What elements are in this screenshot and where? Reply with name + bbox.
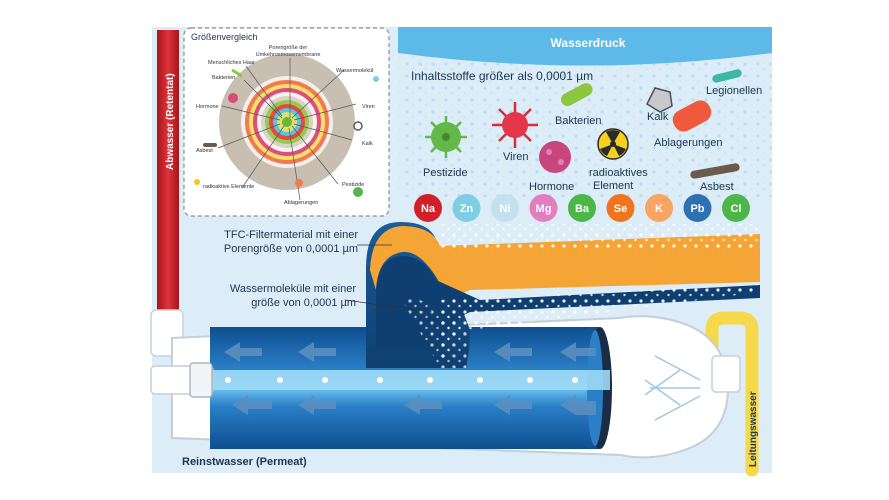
ion-k: K	[645, 194, 673, 222]
asbestos-icon	[690, 163, 740, 179]
retentate-pipe	[157, 30, 179, 330]
lime-icon	[646, 87, 673, 113]
ion-circle	[529, 194, 558, 222]
ion-zn: Zn	[452, 194, 481, 222]
ion-ni: Ni	[491, 194, 519, 222]
hormone-label: Hormone	[529, 181, 574, 193]
deposits-icon	[672, 100, 712, 132]
ion-circle	[683, 194, 712, 222]
size-label-lime: Kalk	[362, 141, 373, 147]
radioactive-label-line2: Element	[593, 180, 633, 192]
contents-label: Inhaltsstoffe größer als 0,0001 µm	[411, 69, 593, 83]
size-label-pore-1: Porengröße der	[269, 45, 308, 51]
size-rings	[219, 54, 355, 190]
tap-water-pipe	[705, 311, 759, 477]
ion-symbol: Zn	[460, 203, 474, 215]
ion-symbol: Mg	[536, 203, 552, 215]
size-label-pesticide: Pestizide	[342, 182, 364, 188]
size-label-water: Wassermolekül	[336, 68, 373, 74]
ion-row: Na Zn Ni Mg Ba Se K Pb Cl	[414, 194, 750, 222]
ion-circle	[722, 194, 750, 222]
tap-water-label: Leitungswasser	[748, 391, 759, 467]
size-panel-title: Größenvergleich	[191, 32, 258, 42]
legionella-icon	[712, 69, 742, 83]
hormone-icon	[539, 141, 571, 173]
bacteria-icon	[560, 83, 593, 106]
virus-label: Viren	[503, 151, 528, 163]
ion-symbol: Ni	[500, 203, 511, 215]
permeate-tube	[170, 370, 610, 390]
permeate-tube-nut	[189, 362, 213, 398]
annotation-lines	[344, 244, 433, 313]
pesticide-icon	[425, 116, 467, 158]
deposits-label: Ablagerungen	[654, 137, 723, 149]
molecule-note-line2: größe von 0,0001 µm	[251, 297, 356, 309]
size-label-hair: Menschliches Haar	[208, 60, 255, 66]
ion-circle	[606, 194, 635, 222]
ion-symbol: Se	[614, 203, 627, 215]
filter-note-line1: TFC-Filtermaterial mit einer	[224, 229, 358, 241]
size-label-radioactive: radioaktive Elemente	[203, 184, 254, 190]
ion-mg: Mg	[529, 194, 558, 222]
legionella-label: Legionellen	[706, 85, 762, 97]
size-label-virus: Viren	[362, 104, 375, 110]
ion-se: Se	[606, 194, 635, 222]
contaminant-icons	[425, 69, 742, 179]
ion-circle	[414, 194, 442, 222]
pesticide-label: Pestizide	[423, 167, 468, 179]
molecule-note-line1: Wassermoleküle mit einer	[230, 283, 356, 295]
size-label-asbestos: Asbest	[196, 148, 213, 154]
permeate-bubbles	[225, 377, 578, 383]
size-label-deposits: Ablagerungen	[284, 200, 318, 206]
size-icons	[194, 68, 379, 197]
permeate-label: Reinstwasser (Permeat)	[182, 456, 307, 468]
virus-icon	[492, 102, 538, 148]
ion-circle	[645, 194, 673, 222]
pressure-label: Wasserdruck	[551, 36, 626, 50]
inflow-arrows	[644, 355, 701, 421]
ion-circle	[452, 194, 481, 222]
filter-note-line2: Porengröße von 0,0001 µm	[224, 243, 358, 255]
ion-symbol: Ba	[575, 203, 590, 215]
ion-symbol: K	[655, 203, 663, 215]
radioactive-label-line1: radioaktives	[589, 167, 648, 179]
ion-pb: Pb	[683, 194, 712, 222]
radioactive-icon	[597, 128, 629, 160]
ion-symbol: Na	[421, 203, 436, 215]
housing-right-connector	[711, 355, 741, 393]
ion-symbol: Cl	[731, 203, 742, 215]
ion-cl: Cl	[722, 194, 750, 222]
ion-ba: Ba	[568, 194, 596, 222]
flow-arrows	[224, 342, 596, 415]
water-flow-stream	[440, 284, 760, 360]
ion-symbol: Pb	[690, 203, 704, 215]
size-label-pore-2: Umkehrosmosemembrane	[256, 52, 321, 58]
ion-circle	[568, 194, 596, 222]
filter-dotted-layer	[440, 224, 760, 250]
filter-pores	[448, 250, 744, 280]
size-label-bacteria: Bakterien	[212, 75, 235, 81]
lime-label: Kalk	[647, 111, 669, 123]
pressure-banner	[398, 27, 772, 66]
size-label-hormone: Hormone	[196, 104, 219, 110]
size-leader-lines	[217, 58, 357, 201]
dome-inner-stream	[402, 299, 470, 368]
asbestos-label: Asbest	[700, 181, 734, 193]
ion-na: Na	[414, 194, 442, 222]
bacteria-label: Bakterien	[555, 115, 601, 127]
ion-circle	[491, 194, 519, 222]
retentate-label: Abwasser (Retentat)	[165, 73, 176, 170]
